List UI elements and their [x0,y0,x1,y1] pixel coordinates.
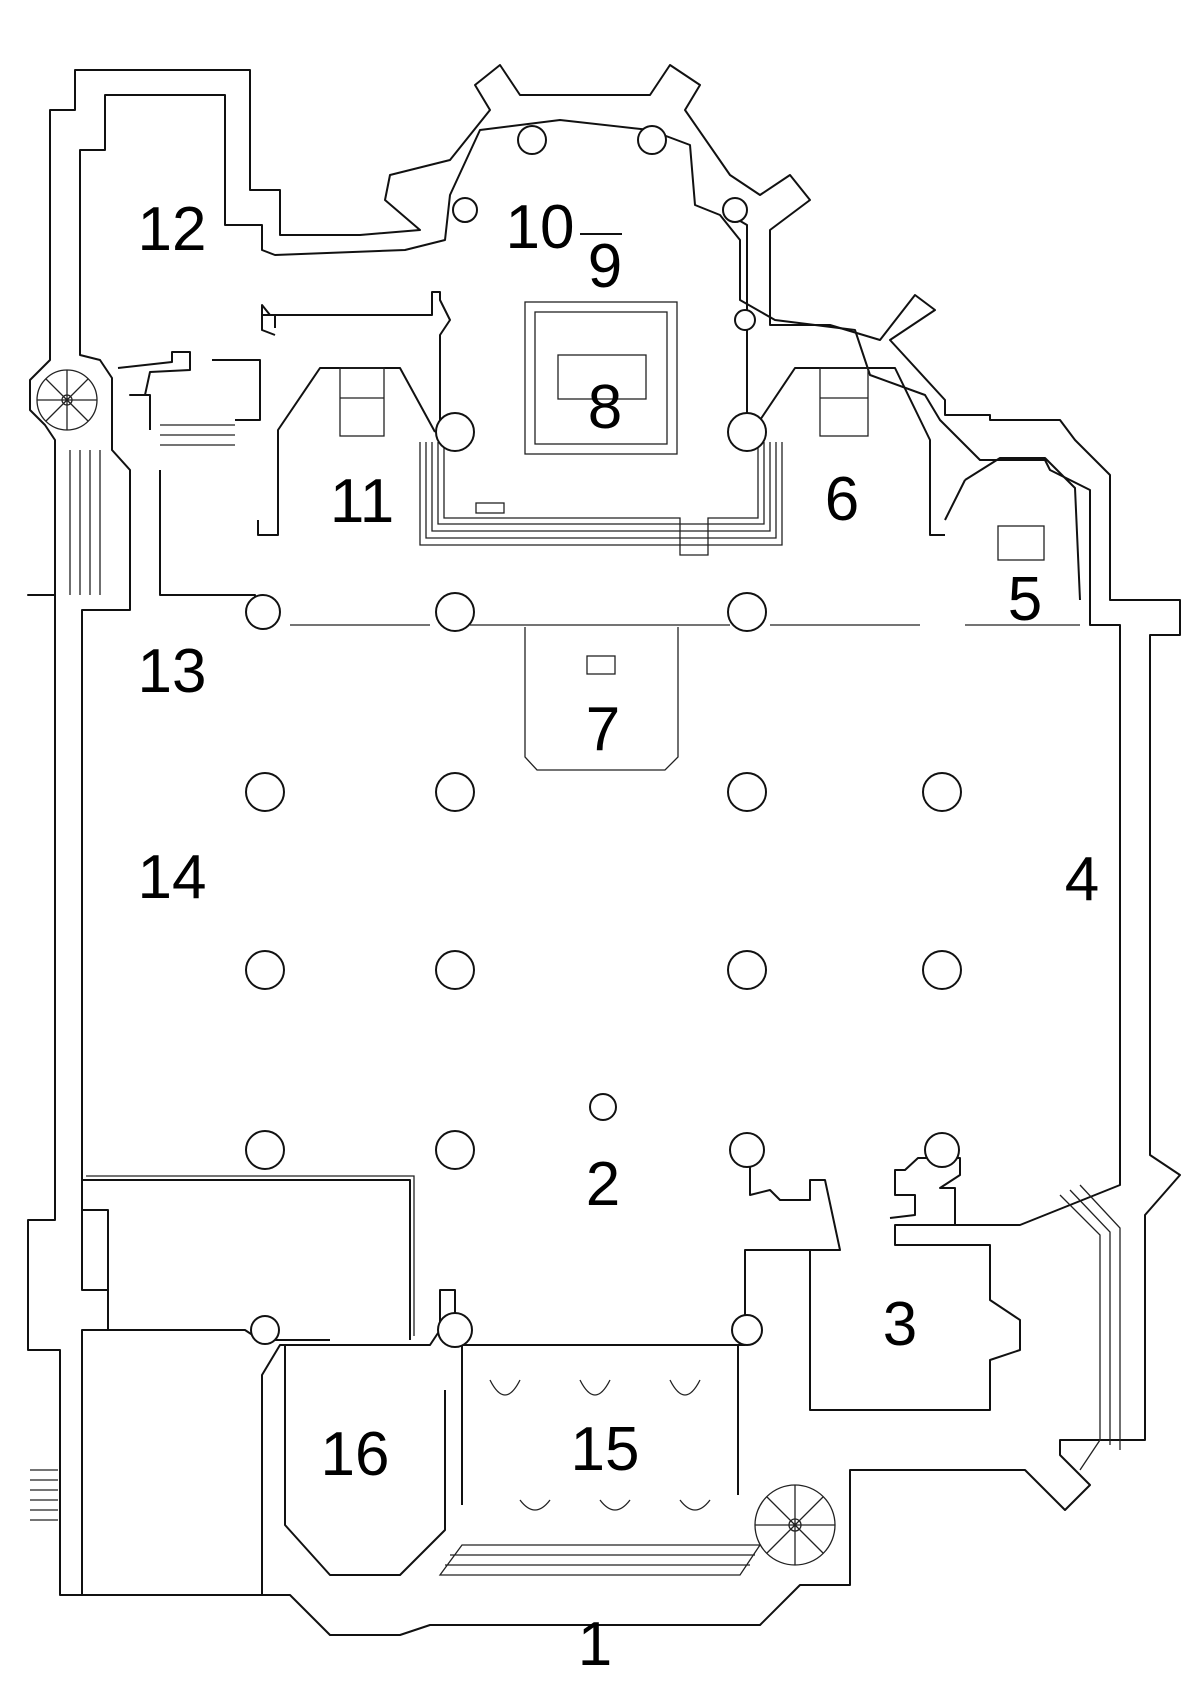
room-label-15: 15 [571,1415,640,1484]
columns [245,125,962,1348]
room-label-14: 14 [138,843,207,912]
outer-walls [27,64,1181,1636]
west-steps [69,450,101,595]
lower-left-room-wall [81,1179,411,1341]
south-steps [438,1544,762,1576]
west-entry-steps [30,1469,58,1521]
interior-walls [81,214,1081,1576]
column [729,1132,765,1168]
column [437,1312,473,1348]
column [435,412,475,452]
room-label-7: 7 [586,695,620,764]
column [435,772,475,812]
room-label-3: 3 [883,1290,917,1359]
choir-stall-left [339,367,385,437]
font-box [997,525,1045,561]
room-label-16: 16 [321,1420,390,1489]
crossing [290,624,1080,771]
column [435,592,475,632]
room-16-wall [284,1345,446,1576]
column [435,950,475,990]
room-label-12: 12 [138,195,207,264]
column [727,592,767,632]
sanctuary-details [339,233,1045,561]
column [727,950,767,990]
choir-stall-right [819,367,869,437]
north-side-steps [160,424,235,446]
column [922,772,962,812]
east-steps [1059,1184,1121,1471]
room-label-8: 8 [588,373,622,442]
room-11-wall [257,367,436,536]
altar-platform-inner [534,311,668,445]
room-2-east-wall [749,1155,841,1251]
column [452,197,478,223]
chancel-wall-left [261,291,451,430]
stairs [30,369,1121,1576]
column [727,412,767,452]
room-label-10: 10 [506,193,575,262]
column [245,772,285,812]
room-label-1: 1 [578,1610,612,1679]
room-label-9: 9 [588,232,622,301]
column [245,594,281,630]
column [589,1093,617,1121]
room-3-wall [889,1157,961,1225]
column [734,309,756,331]
porch-wall [461,1345,739,1505]
porch-arcade [489,1379,711,1511]
column [517,125,547,155]
column [435,1130,475,1170]
room-labels: 1 2 3 4 5 6 7 8 9 10 11 12 13 14 15 16 [138,193,1100,1679]
outer-wall-outer-line [27,64,1181,1636]
column [245,1130,285,1170]
crossing-lectern [586,655,616,675]
room-label-6: 6 [825,465,859,534]
room-label-2: 2 [586,1150,620,1219]
column [722,197,748,223]
room-label-11: 11 [330,467,394,536]
room-6-wall [751,367,966,536]
lower-left-room-double-line [86,1175,415,1336]
room-12-partition [117,314,276,610]
column [922,950,962,990]
altar [557,354,647,400]
room-label-13: 13 [138,637,207,706]
outer-wall-inner-line [79,94,1121,1596]
room-label-5: 5 [1008,565,1042,634]
column [245,950,285,990]
room-5-wall [964,457,1081,601]
column [637,125,667,155]
column [727,772,767,812]
altar-platform-outer [524,301,678,455]
crossing-platform [524,627,679,771]
altar-steps [419,442,783,556]
room-label-4: 4 [1065,845,1099,914]
column [731,1314,763,1346]
column [250,1315,280,1345]
altar-rail-step [475,502,505,514]
column [924,1132,960,1168]
